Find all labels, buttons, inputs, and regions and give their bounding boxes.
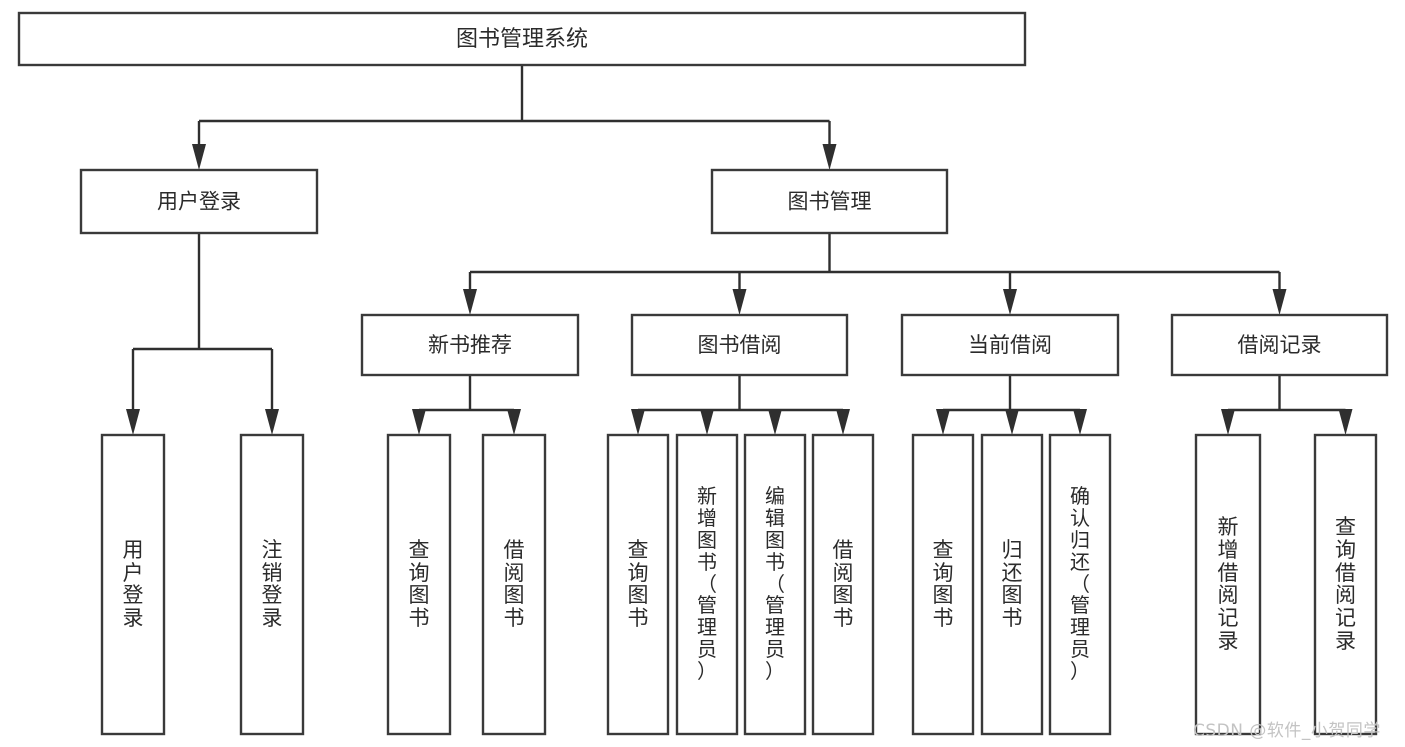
arrow-head-icon	[1221, 409, 1235, 435]
node-box	[710, 168, 949, 235]
node-box	[79, 168, 319, 235]
leaf-node-leaf-return-book[interactable]	[980, 433, 1044, 736]
node-box	[630, 313, 849, 377]
node-box	[17, 11, 1027, 67]
arrow-head-icon	[936, 409, 950, 435]
leaf-node-leaf-query-record[interactable]	[1313, 433, 1378, 736]
node-label: 用户登录	[157, 190, 241, 214]
node-label: 当前借阅	[968, 333, 1052, 357]
arrow-head-icon	[507, 409, 521, 435]
arrow-head-icon	[192, 144, 206, 170]
node-label: 新书推荐	[428, 333, 512, 357]
leaf-node-leaf-edit-book[interactable]	[743, 433, 807, 736]
leaf-node-leaf-borrow-book-rec[interactable]	[481, 433, 547, 736]
node-box	[811, 433, 875, 736]
leaf-node-leaf-logout[interactable]	[239, 433, 305, 736]
node-label: 图书管理系统	[456, 27, 588, 52]
connectors-layer	[126, 65, 1353, 435]
arrow-head-icon	[631, 409, 645, 435]
arrow-head-icon	[732, 289, 747, 315]
node-box	[900, 313, 1120, 377]
arrow-head-icon	[463, 289, 477, 315]
arrow-head-icon	[265, 409, 279, 435]
leaf-node-leaf-query-book-borrow[interactable]	[606, 433, 670, 736]
arrow-head-icon	[1338, 409, 1353, 435]
leaf-node-leaf-borrow-book[interactable]	[811, 433, 875, 736]
arrow-head-icon	[412, 409, 426, 435]
node-box	[675, 433, 739, 736]
node-box	[980, 433, 1044, 736]
node-box	[386, 433, 452, 736]
leaf-node-leaf-query-book-rec[interactable]	[386, 433, 452, 736]
node-box	[360, 313, 580, 377]
arrow-head-icon	[1272, 289, 1287, 315]
level3-node-new-book-rec[interactable]: 新书推荐	[360, 313, 580, 377]
node-label: 借阅记录	[1238, 333, 1322, 357]
root-node-book-management-system[interactable]: 图书管理系统	[17, 11, 1027, 67]
arrow-head-icon	[836, 409, 850, 435]
arrow-head-icon	[1005, 409, 1019, 435]
leaf-node-leaf-confirm-return[interactable]	[1048, 433, 1112, 736]
leaf-node-leaf-user-login[interactable]	[100, 433, 166, 736]
node-label: 图书管理	[788, 190, 872, 214]
arrow-head-icon	[700, 409, 714, 435]
level3-node-borrow-record[interactable]: 借阅记录	[1170, 313, 1389, 377]
arrow-head-icon	[126, 409, 140, 435]
node-box	[481, 433, 547, 736]
node-box	[1170, 313, 1389, 377]
level3-node-book-borrow[interactable]: 图书借阅	[630, 313, 849, 377]
node-box	[743, 433, 807, 736]
node-box	[100, 433, 166, 736]
arrow-head-icon	[1003, 289, 1017, 315]
node-box	[1313, 433, 1378, 736]
arrow-head-icon	[1073, 409, 1087, 435]
node-box	[911, 433, 975, 736]
node-label: 图书借阅	[698, 333, 782, 357]
node-box	[1048, 433, 1112, 736]
level3-node-current-borrow[interactable]: 当前借阅	[900, 313, 1120, 377]
arrow-head-icon	[822, 144, 837, 170]
csdn-watermark: CSDN @软件_小贺同学	[1193, 721, 1381, 741]
level2-node-book-manage[interactable]: 图书管理	[710, 168, 949, 235]
node-box	[1194, 433, 1262, 736]
node-box	[239, 433, 305, 736]
leaf-node-leaf-add-record[interactable]	[1194, 433, 1262, 736]
node-box	[606, 433, 670, 736]
level2-node-user-login[interactable]: 用户登录	[79, 168, 319, 235]
leaf-node-leaf-query-book-current[interactable]	[911, 433, 975, 736]
leaf-node-leaf-add-book[interactable]	[675, 433, 739, 736]
arrow-head-icon	[768, 409, 782, 435]
